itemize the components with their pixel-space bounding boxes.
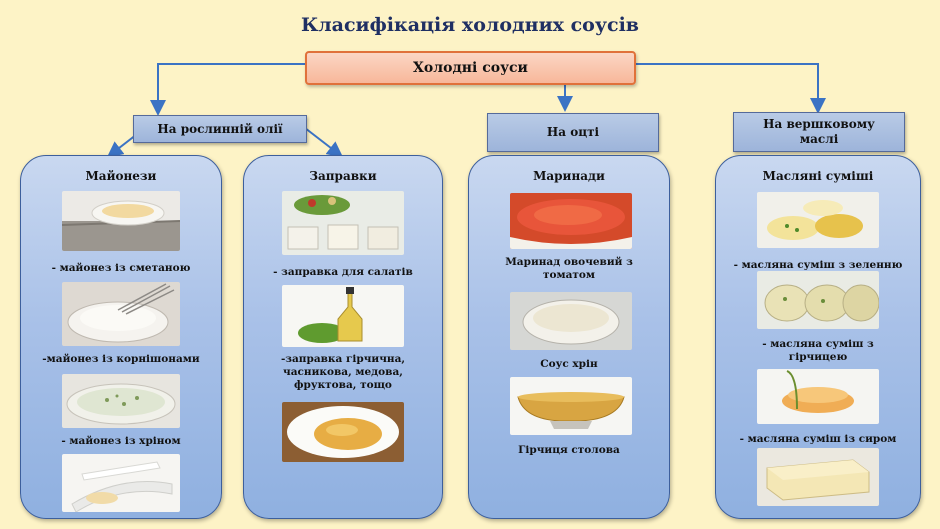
category-butter: На вершковому маслі [733, 112, 905, 152]
marinades-caption-1: Маринад овочевий з томатом [505, 256, 633, 281]
mayonnaise-whisk-image [62, 282, 180, 346]
dressings-caption-2: -заправка гірчична, часникова, медова, ф… [280, 353, 406, 391]
mustard-dressing-image [282, 402, 404, 462]
oil-bottle-image [282, 285, 404, 347]
butter-caption-2: - масляна суміш з гірчицею [762, 338, 874, 363]
marinades-caption-2: Соус хрін [540, 358, 598, 370]
mayonnaise-gherkins-image [62, 374, 180, 428]
mayonnaise-sour-cream-image [62, 191, 180, 251]
panel-title-marinades: Маринади [533, 169, 605, 183]
mayonnaise-caption-3: - майонез із хріном [61, 435, 181, 447]
butter-caption-1: - масляна суміш з зеленню [733, 259, 903, 271]
marinades-caption-3: Гірчиця столова [518, 444, 620, 456]
table-mustard-image [510, 377, 632, 435]
panel-dressings: Заправки - заправка для салатів -заправк… [243, 155, 443, 519]
butter-mustard-image [757, 271, 879, 329]
panel-mayonnaise: Майонези - майонез із сметаною -майонез … [20, 155, 222, 519]
connector-oil-dressings [304, 127, 344, 158]
panel-title-mayonnaise: Майонези [85, 169, 157, 183]
category-oil: На рослинній олії [133, 115, 307, 143]
panel-marinades: Маринади Маринад овочевий з томатом Соус… [468, 155, 670, 519]
mayonnaise-caption-1: - майонез із сметаною [51, 262, 191, 274]
butter-cheese-image [757, 369, 879, 424]
salad-dressings-image [282, 191, 404, 255]
panel-title-butter-mixtures: Масляні суміші [762, 169, 874, 183]
category-vinegar: На оцті [487, 113, 659, 152]
butter-greens-image [757, 192, 879, 248]
horseradish-sauce-image [510, 292, 632, 350]
tomato-marinade-image [510, 193, 632, 249]
root-node: Холодні соуси [305, 51, 636, 85]
panel-butter-mixtures: Масляні суміші - масляна суміш з зеленню… [715, 155, 921, 519]
panel-title-dressings: Заправки [309, 169, 377, 183]
butter-caption-3: - масляна суміш із сиром [739, 433, 897, 445]
connector-root-left [150, 63, 305, 116]
butter-block-image [757, 448, 879, 506]
diagram-title: Класифікація холодних соусів [300, 14, 639, 36]
dressings-caption-1: - заправка для салатів [273, 266, 413, 278]
mayonnaise-caption-2: -майонез із корнішонами [42, 353, 200, 365]
mayonnaise-horseradish-image [62, 454, 180, 512]
connector-root-right [632, 63, 826, 114]
